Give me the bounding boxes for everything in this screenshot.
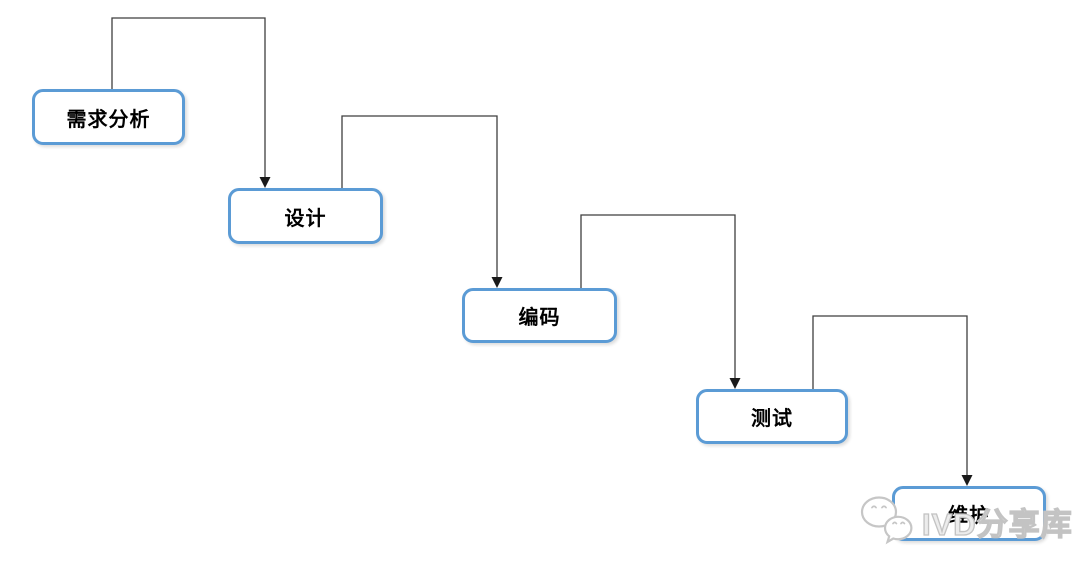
connector-coding-to-testing (580, 214, 736, 378)
connector-requirements-to-design (111, 17, 266, 177)
arrowhead-coding (491, 277, 503, 288)
flow-node-label: 测试 (751, 408, 793, 430)
connector-testing-to-maintenance (812, 315, 968, 475)
flow-node-label: 需求分析 (66, 108, 151, 131)
flow-node-coding: 编码 (462, 288, 617, 343)
arrowhead-design (259, 177, 271, 188)
flow-node-label: 维护 (948, 505, 990, 527)
flow-node-label: 设计 (284, 207, 327, 230)
connector-design-to-coding (341, 115, 498, 277)
flow-node-testing: 测试 (696, 389, 848, 444)
flow-node-maintenance: 维护 (892, 486, 1046, 541)
flow-node-design: 设计 (228, 188, 383, 244)
arrowhead-maintenance (961, 475, 973, 486)
flow-node-label: 编码 (518, 307, 561, 329)
arrowhead-testing (729, 378, 741, 389)
flow-node-requirements-analysis: 需求分析 (32, 89, 185, 145)
